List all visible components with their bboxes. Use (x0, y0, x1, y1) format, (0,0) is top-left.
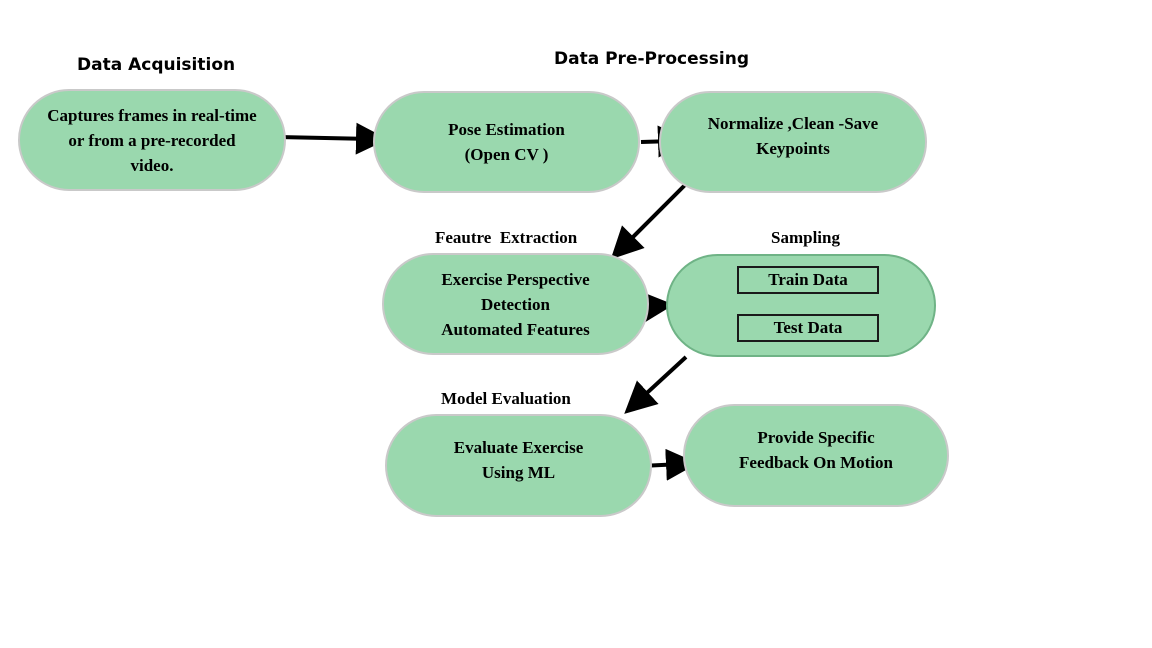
node-capture-line-1: Captures frames in real-time (47, 105, 257, 125)
node-evaluate-line-1: Evaluate Exercise (453, 437, 584, 457)
node-feedback-line-2: Feedback On Motion (739, 452, 893, 472)
node-exercise-line-2: Detection (481, 294, 550, 314)
node-normalize-line-1: Normalize ,Clean -Save (707, 114, 879, 133)
heading-data-acquisition: Data Acquisition (77, 55, 236, 75)
node-exercise-line-1: Exercise Perspective (441, 269, 590, 289)
heading-feature-extraction: Feautre Extraction (435, 228, 578, 247)
node-sampling (666, 254, 936, 357)
node-provide-feedback: Provide Specific Feedback On Motion (683, 404, 949, 507)
arrow-sampling-to-evaluate (624, 355, 688, 414)
heading-sampling: Sampling (771, 228, 840, 247)
node-exercise-line-3: Automated Features (441, 319, 590, 339)
node-normalize-line-2: Keypoints (756, 139, 830, 158)
arrow-capture-to-pose (277, 122, 388, 155)
node-capture-line-3: video. (130, 155, 174, 175)
node-pose-line-2: (Open CV ) (464, 145, 549, 164)
sampling-train-data: Train Data (737, 266, 879, 294)
node-evaluate-exercise: Evaluate Exercise Using ML (385, 414, 652, 517)
node-pose-line-1: Pose Estimation (448, 120, 565, 139)
sampling-test-data: Test Data (737, 314, 879, 342)
node-pose-estimation: Pose Estimation (Open CV ) (373, 91, 640, 193)
node-evaluate-line-2: Using ML (481, 462, 556, 482)
node-exercise-perspective: Exercise Perspective Detection Automated… (382, 253, 649, 355)
arrow-normalize-to-exercise (610, 182, 688, 260)
node-feedback-line-1: Provide Specific (757, 427, 875, 447)
node-capture-line-2: or from a pre-recorded (68, 130, 236, 150)
node-normalize-keypoints: Normalize ,Clean -Save Keypoints (659, 91, 927, 193)
heading-model-evaluation: Model Evaluation (441, 389, 571, 408)
node-capture-frames: Captures frames in real-time or from a p… (18, 89, 286, 191)
heading-data-preprocessing: Data Pre-Processing (554, 49, 749, 69)
